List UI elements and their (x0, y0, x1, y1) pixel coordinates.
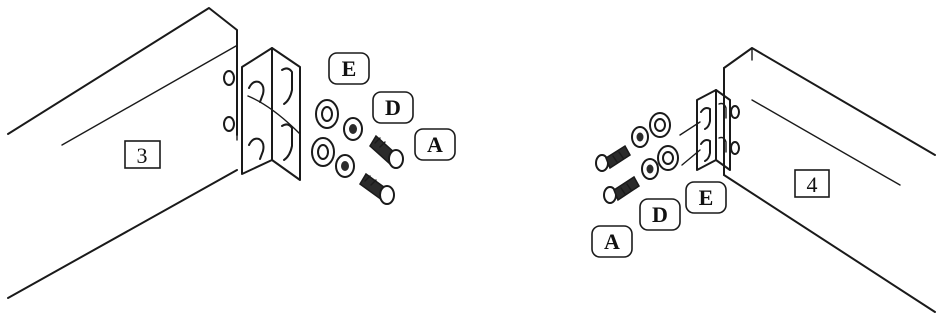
svg-text:4: 4 (807, 172, 818, 197)
bolt-icon (359, 172, 395, 205)
svg-text:E: E (699, 185, 714, 210)
bracket-right (679, 89, 731, 171)
lock-washers-d-right (631, 126, 659, 180)
washers-e-left (311, 99, 339, 167)
panel-number-3: 3 (124, 140, 161, 169)
right-assembly: A D E 4 (591, 47, 936, 313)
bolts-a-right (595, 144, 640, 204)
board-pins-right (730, 105, 740, 155)
label-e-left: E (328, 52, 370, 85)
label-e-right: E (685, 181, 727, 214)
bolt-icon (603, 175, 640, 204)
svg-text:E: E (342, 56, 357, 81)
svg-text:3: 3 (137, 143, 148, 168)
lock-washers-d-left (335, 117, 363, 178)
board-3 (7, 7, 238, 299)
bolts-a-left (359, 134, 404, 205)
washers-e-right (649, 112, 679, 171)
bracket-left (241, 47, 301, 181)
label-a-right: A (591, 225, 633, 258)
board-4 (723, 47, 936, 313)
svg-text:D: D (652, 202, 668, 227)
svg-text:A: A (427, 132, 443, 157)
label-d-left: D (372, 91, 414, 124)
label-a-left: A (414, 128, 456, 161)
left-assembly: E D A 3 (7, 7, 456, 299)
label-d-right: D (639, 198, 681, 231)
svg-text:A: A (604, 229, 620, 254)
bolt-icon (595, 144, 631, 172)
panel-number-4: 4 (794, 169, 830, 198)
bolt-icon (369, 134, 404, 169)
svg-text:D: D (385, 95, 401, 120)
board-pins-left (223, 70, 235, 132)
